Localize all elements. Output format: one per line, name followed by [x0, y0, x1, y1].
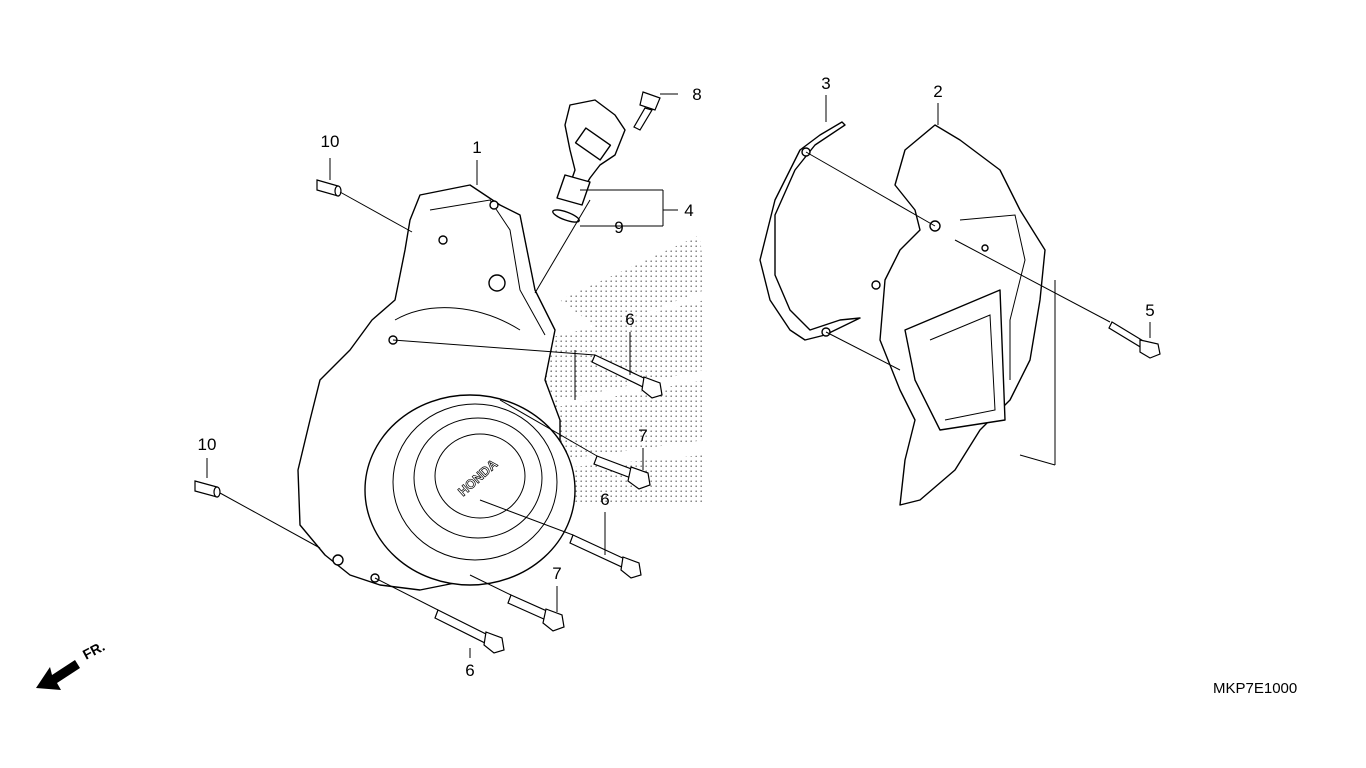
callout-2: 2 — [933, 82, 942, 101]
sensor-assembly — [552, 91, 661, 223]
front-label: FR. — [80, 638, 107, 663]
callout-10-lower: 10 — [198, 435, 217, 454]
sprocket-cover — [871, 124, 1046, 506]
callout-7-upper: 7 — [638, 426, 647, 445]
dowel-pin-upper — [316, 179, 342, 197]
leader-lines — [206, 93, 1151, 658]
callout-9: 9 — [614, 218, 623, 237]
left-crankcase-cover: HONDA — [297, 184, 576, 591]
bolt-7-lower — [507, 594, 565, 632]
callout-6-upper: 6 — [625, 310, 634, 329]
diagram-code: MKP7E1000 — [1213, 680, 1297, 697]
callout-10-upper: 10 — [321, 132, 340, 151]
callout-3: 3 — [821, 74, 830, 93]
front-direction-indicator: FR. — [36, 638, 107, 690]
dowel-pin-lower — [194, 480, 221, 498]
callout-4: 4 — [684, 201, 693, 220]
callout-1: 1 — [472, 138, 481, 157]
callouts: 1 2 3 4 5 6 6 6 7 7 8 9 10 10 — [198, 74, 1155, 680]
callout-6-middle: 6 — [600, 490, 609, 509]
bolt-6-middle — [569, 534, 642, 579]
callout-8: 8 — [692, 85, 701, 104]
bolt-6-lower — [434, 609, 505, 654]
o-ring — [552, 209, 580, 223]
front-arrow-icon — [36, 660, 80, 690]
callout-5: 5 — [1145, 301, 1154, 320]
callout-6-lower: 6 — [465, 661, 474, 680]
callout-7-lower: 7 — [552, 564, 561, 583]
bolt-5 — [1108, 321, 1161, 359]
bolt-7-upper — [593, 455, 651, 490]
